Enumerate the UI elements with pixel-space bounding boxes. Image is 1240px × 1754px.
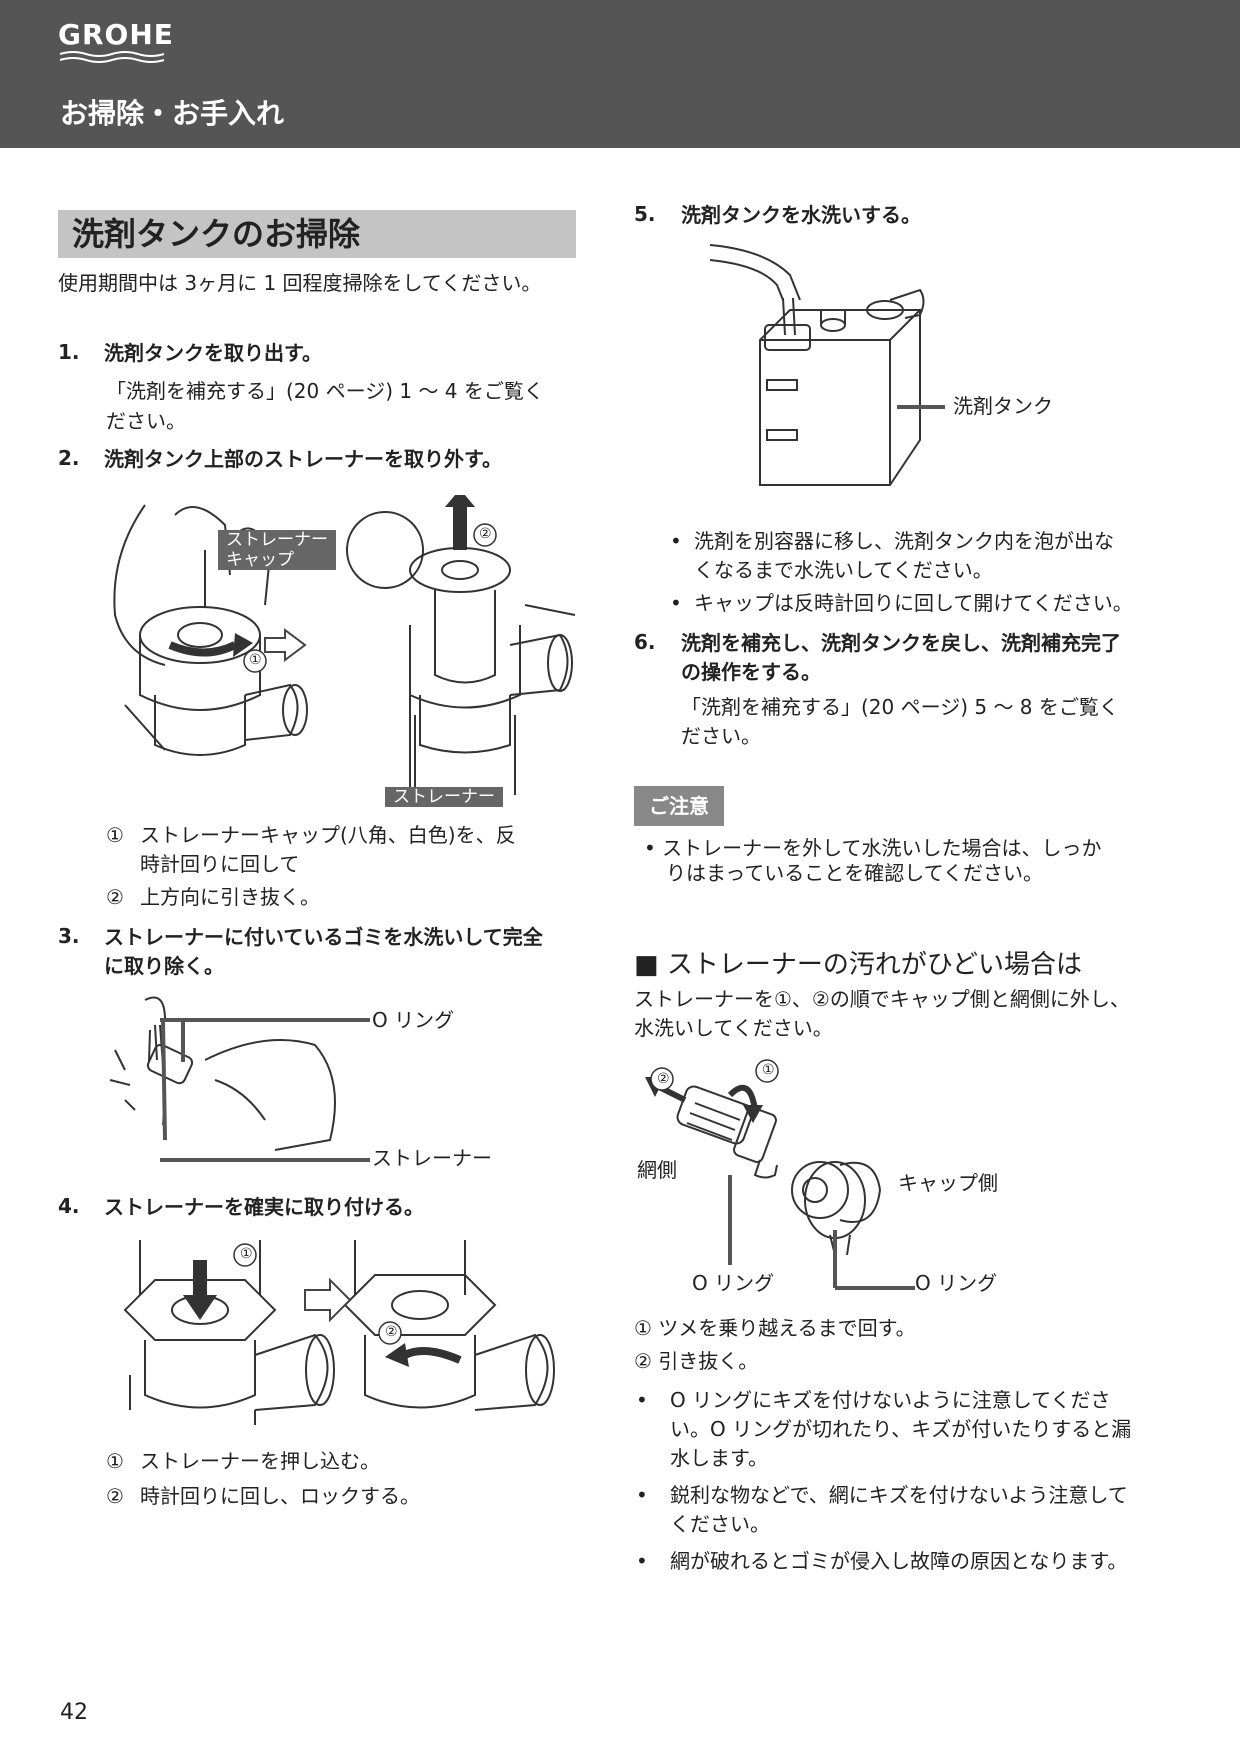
sub-step-marker: ①: [106, 823, 124, 847]
callout-label: ストレーナーキャップ: [218, 530, 336, 570]
bullet-text: 水します。: [670, 1446, 768, 1470]
step-number: 4.: [58, 1194, 80, 1218]
sub-step-text: ストレーナーキャップ(八角、白色)を、反: [140, 823, 516, 847]
leader-line: [160, 1158, 370, 1162]
step-body: 「洗剤を補充する」(20 ページ) 1 ～ 4 をご覧く: [106, 379, 544, 403]
bullet: •: [636, 1388, 648, 1412]
detergent-tank-illustration: [709, 244, 925, 486]
callout-label: O リング: [915, 1271, 998, 1295]
header-title: お掃除・お手入れ: [60, 97, 285, 130]
callout-label: ストレーナー: [385, 787, 503, 807]
leader-line: [160, 1018, 370, 1022]
step-number: 5.: [634, 202, 656, 226]
step-title: 洗剤タンク上部のストレーナーを取り外す。: [104, 447, 502, 471]
strainer-disassembly-illustration: [645, 1059, 915, 1290]
sub-step-text: ストレーナーを押し込む。: [140, 1449, 380, 1473]
strainer-removal-illustration: [113, 495, 575, 795]
bullet-text: 鋭利な物などで、網にキズを付けないよう注意して: [670, 1483, 1128, 1507]
caution-text: りはまっていることを確認してください。: [666, 861, 1043, 885]
step-body: ださい。: [106, 409, 186, 433]
sub-step-marker: ②: [106, 1484, 124, 1508]
bullet-text: ください。: [670, 1512, 770, 1536]
step-number: 2.: [58, 446, 80, 470]
page-number: 42: [60, 1700, 88, 1725]
section-title: 洗剤タンクのお掃除: [58, 210, 576, 258]
step-body: 「洗剤を補充する」(20 ページ) 5 ～ 8 をご覧く: [681, 695, 1119, 719]
marker: ①: [240, 1246, 253, 1262]
sub-step-marker: ①: [106, 1449, 124, 1473]
bullet-text: 洗剤を別容器に移し、洗剤タンク内を泡が出な: [694, 529, 1114, 553]
sub-step-text: ② 引き抜く。: [634, 1349, 759, 1373]
marker: ②: [657, 1071, 670, 1087]
sub-step-text: 時計回りに回して: [140, 852, 300, 876]
marker: ①: [249, 652, 262, 668]
bullet: •: [636, 1483, 648, 1507]
bullet-text: O リングにキズを付けないように注意してくださ: [670, 1388, 1111, 1412]
sub-step-text: ① ツメを乗り越えるまで回す。: [634, 1316, 916, 1340]
step-title: 洗剤タンクを水洗いする。: [681, 203, 921, 227]
step-title: 洗剤を補充し、洗剤タンクを戻し、洗剤補充完了: [681, 631, 1121, 655]
callout-label: ストレーナー: [372, 1146, 492, 1170]
marker: ②: [479, 526, 492, 542]
page-header: [0, 0, 1240, 148]
step-number: 6.: [634, 630, 656, 654]
marker: ②: [385, 1324, 398, 1340]
marker: ①: [762, 1062, 775, 1078]
step-number: 1.: [58, 340, 80, 364]
bullet-text: い。O リングが切れたり、キズが付いたりすると漏: [670, 1417, 1132, 1441]
paragraph: 水洗いしてください。: [634, 1016, 833, 1040]
caution-text: • ストレーナーを外して水洗いした場合は、しっか: [644, 836, 1102, 860]
bullet: •: [636, 1549, 648, 1573]
callout-label: キャップ側: [898, 1171, 998, 1195]
bullet-text: くなるまで水洗いしてください。: [694, 558, 993, 582]
callout-label: 洗剤タンク: [953, 394, 1053, 418]
caution-badge: ご注意: [634, 786, 724, 826]
sub-step-text: 上方向に引き抜く。: [140, 885, 320, 909]
step-title: の操作をする。: [681, 660, 821, 684]
sub-step-marker: ②: [106, 885, 124, 909]
washing-illustration: [109, 996, 336, 1151]
subsection-heading: ■ ストレーナーの汚れがひどい場合は: [634, 950, 1083, 980]
logo-wave-icon: [59, 51, 165, 63]
callout-label: O リング: [372, 1008, 455, 1032]
strainer-install-illustration: [123, 1240, 555, 1425]
callout-label: O リング: [692, 1271, 775, 1295]
bullet: •: [670, 591, 682, 615]
sub-step-text: 時計回りに回し、ロックする。: [140, 1484, 420, 1508]
brand-logo: GROHE: [58, 18, 174, 51]
callout-label: 網側: [637, 1158, 677, 1182]
paragraph: ストレーナーを①、②の順でキャップ側と網側に外し、: [634, 987, 1130, 1011]
step-title: 洗剤タンクを取り出す。: [104, 341, 322, 365]
step-title: ストレーナーを確実に取り付ける。: [104, 1195, 424, 1219]
step-body: ださい。: [681, 724, 761, 748]
step-title: に取り除く。: [104, 954, 224, 978]
bullet: •: [670, 529, 682, 553]
leader-line: [897, 405, 945, 409]
intro-text: 使用期間中は 3ヶ月に 1 回程度掃除をしてください。: [58, 271, 542, 295]
step-title: ストレーナーに付いているゴミを水洗いして完全: [104, 925, 543, 949]
step-number: 3.: [58, 924, 80, 948]
bullet-text: 網が破れるとゴミが侵入し故障の原因となります。: [670, 1549, 1128, 1573]
bullet-text: キャップは反時計回りに回して開けてください。: [694, 591, 1133, 615]
